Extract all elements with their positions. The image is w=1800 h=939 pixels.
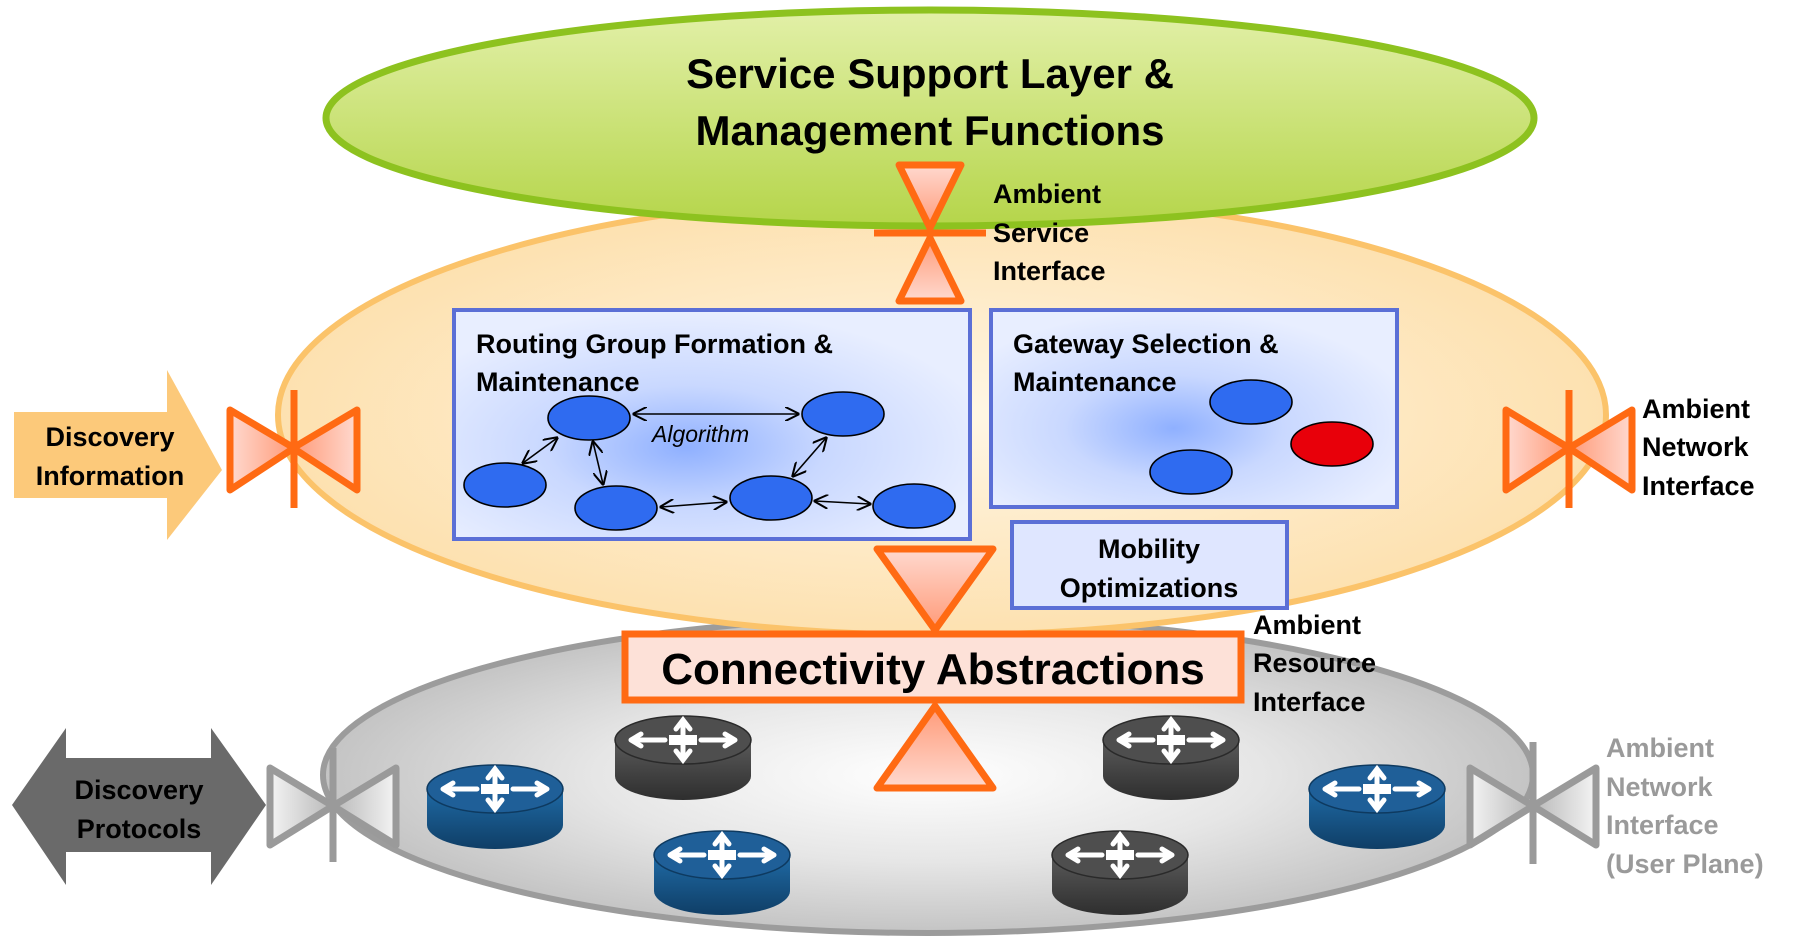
user-plane-interface-label-3: Interface	[1606, 810, 1719, 840]
ambient-resource-interface-label-2: Resource	[1253, 648, 1376, 678]
gateway-node	[1149, 449, 1233, 495]
router-icon	[615, 716, 751, 800]
ambient-network-interface-label-3: Interface	[1642, 471, 1755, 501]
routing-node	[872, 483, 956, 529]
user-plane-interface-label-4: (User Plane)	[1606, 849, 1764, 879]
routing-group-title-line2: Maintenance	[476, 367, 640, 397]
mobility-box-line1: Mobility	[1098, 534, 1200, 564]
ambient-resource-interface-label-3: Interface	[1253, 687, 1366, 717]
left-user-plane-interface-bowtie-icon	[266, 748, 400, 862]
right-user-plane-interface-bowtie-icon	[1466, 742, 1600, 864]
discovery-information-label-1: Discovery	[45, 422, 174, 452]
gateway-box-title-line2: Maintenance	[1013, 367, 1177, 397]
routing-group-title-line1: Routing Group Formation &	[476, 329, 833, 359]
algorithm-label: Algorithm	[650, 421, 749, 447]
mobility-box-line2: Optimizations	[1060, 573, 1239, 603]
router-icon	[1103, 716, 1239, 800]
gateway-node-selected	[1290, 421, 1374, 467]
discovery-protocols-label-1: Discovery	[74, 775, 203, 805]
left-ambient-network-interface-bowtie-icon	[226, 390, 361, 508]
routing-node	[463, 462, 547, 508]
discovery-protocols-label-2: Protocols	[77, 814, 202, 844]
ambient-service-interface-hourglass-icon	[874, 161, 986, 305]
service-layer-title-line2: Management Functions	[695, 107, 1164, 154]
discovery-protocols-double-arrow	[12, 728, 266, 885]
routing-links	[523, 414, 870, 507]
routing-node	[574, 485, 658, 531]
router-icon	[1309, 765, 1445, 849]
ambient-network-interface-label-2: Network	[1642, 432, 1750, 462]
gateway-node	[1209, 379, 1293, 425]
ambient-service-interface-label-1: Ambient	[993, 179, 1101, 209]
discovery-information-arrow	[14, 370, 222, 540]
mobility-optimizations-box	[1010, 520, 1289, 610]
discovery-information-label-2: Information	[36, 461, 185, 491]
user-plane-interface-label-1: Ambient	[1606, 733, 1714, 763]
connectivity-abstractions-label: Connectivity Abstractions	[661, 645, 1205, 694]
routing-node	[547, 395, 631, 441]
router-icon	[1052, 831, 1188, 915]
ambient-network-interface-label-1: Ambient	[1642, 394, 1750, 424]
connectivity-abstractions-box	[621, 630, 1245, 704]
router-icon	[427, 765, 563, 849]
ambient-service-interface-label-2: Service	[993, 218, 1089, 248]
router-icon	[654, 831, 790, 915]
service-layer-title-line1: Service Support Layer &	[686, 50, 1174, 97]
user-plane-interface-label-2: Network	[1606, 772, 1714, 802]
right-ambient-network-interface-bowtie-icon	[1502, 390, 1636, 508]
ambient-resource-interface-label-1: Ambient	[1253, 610, 1361, 640]
routing-node	[729, 475, 813, 521]
ambient-service-interface-label-3: Interface	[993, 256, 1106, 286]
routing-node	[801, 391, 885, 437]
ambient-resource-interface-hourglass-icon	[873, 545, 997, 792]
gateway-box-title-line1: Gateway Selection &	[1013, 329, 1279, 359]
